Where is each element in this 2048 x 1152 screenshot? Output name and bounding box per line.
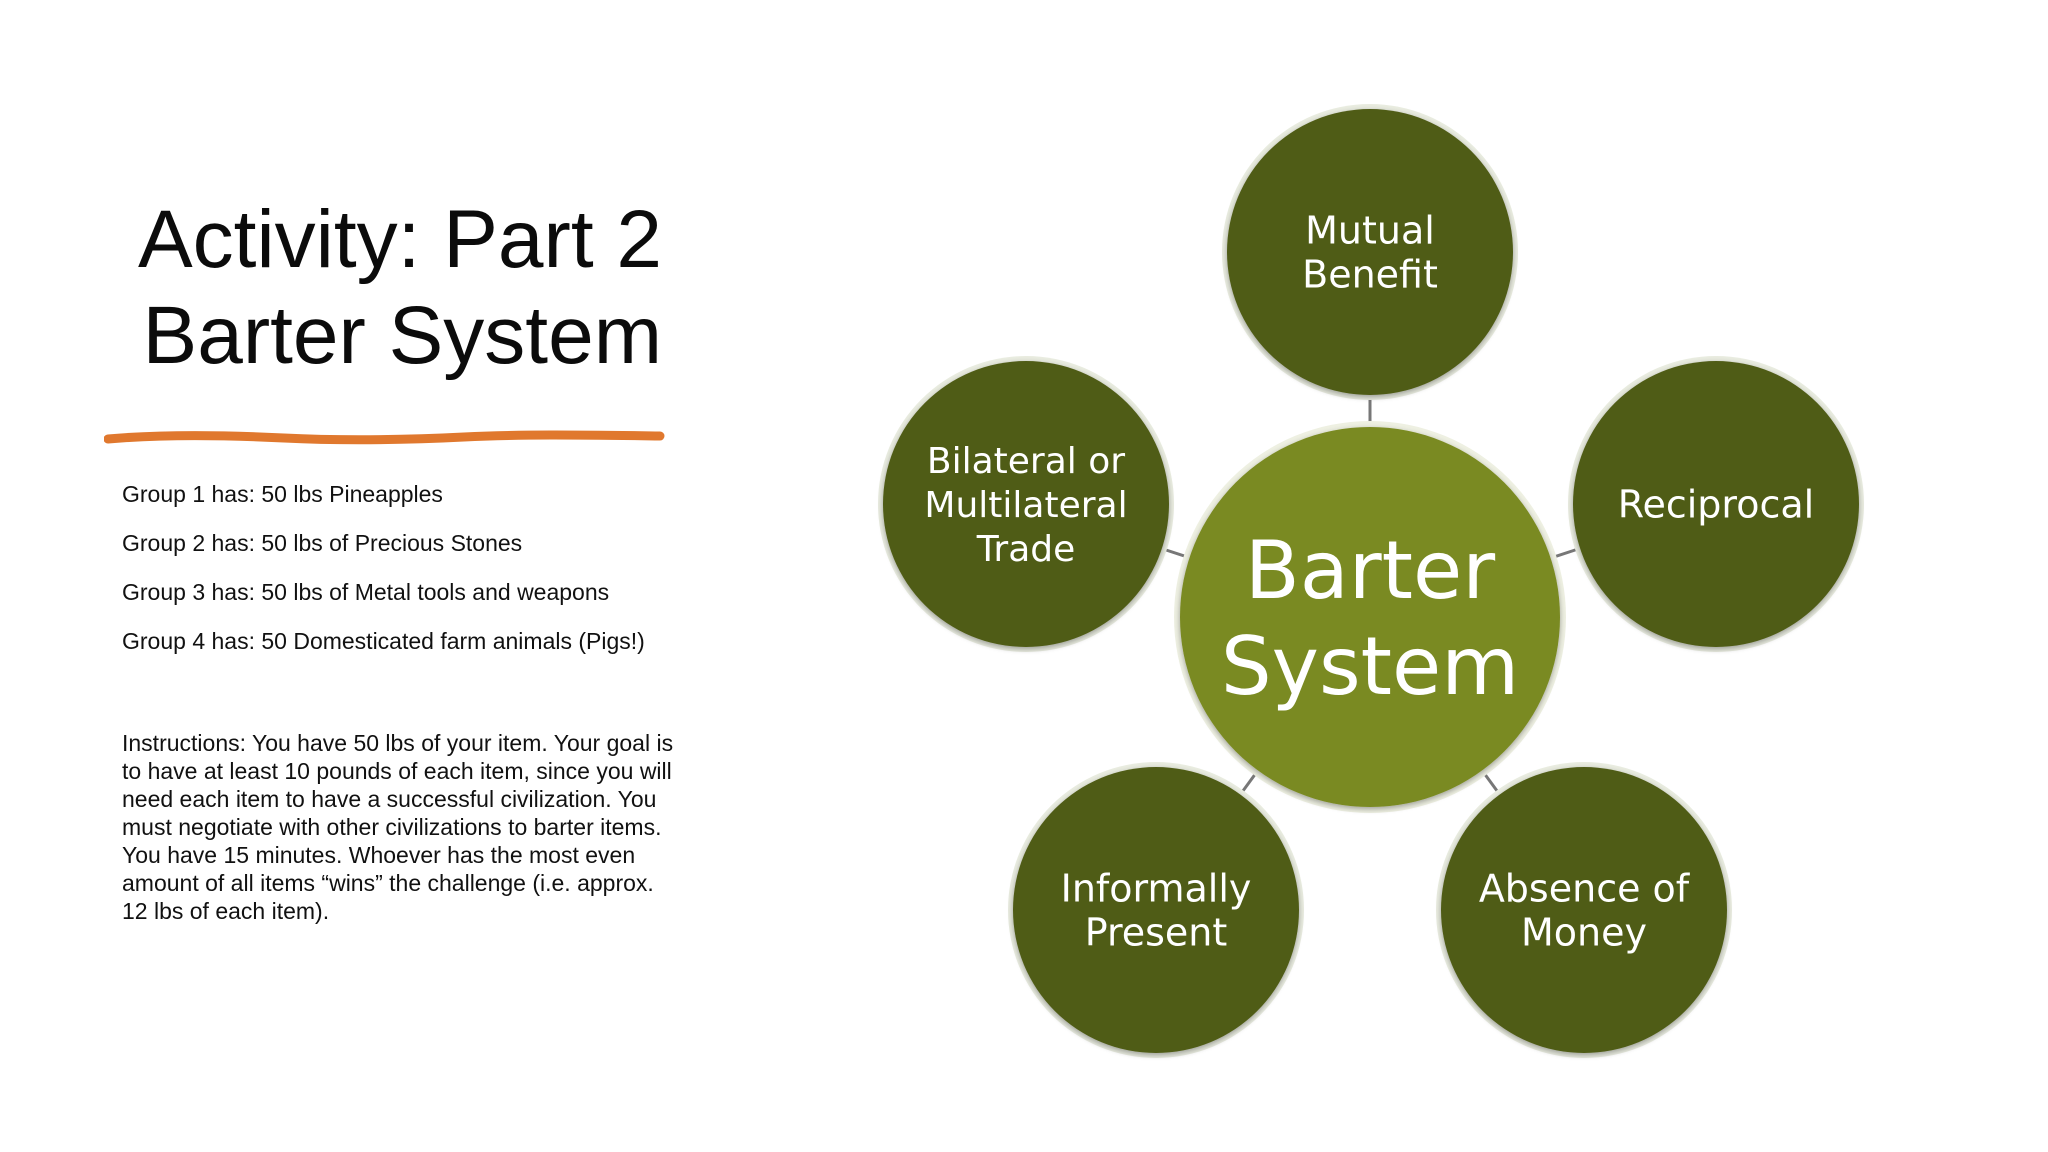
group-item-1: Group 1 has: 50 lbs Pineapples [122, 481, 443, 507]
node-circle [1441, 767, 1727, 1053]
node-label: Present [1085, 911, 1228, 955]
slide-title-line-2: Barter System [142, 290, 662, 381]
node-circle [1573, 361, 1859, 647]
node-label: Money [1521, 911, 1647, 955]
node-label: Benefit [1302, 253, 1438, 297]
node-label: Multilateral [924, 485, 1127, 526]
accent-underline [104, 430, 665, 445]
node-circle [883, 361, 1169, 647]
connector-reciprocal [1552, 548, 1577, 559]
center-node-label: Barter [1245, 524, 1495, 617]
slide-title: Activity: Part 2 Barter System [122, 192, 662, 384]
node-label: Bilateral or [927, 441, 1125, 482]
node-circle [1227, 109, 1513, 395]
group-item-3: Group 3 has: 50 lbs of Metal tools and w… [122, 579, 610, 605]
node-label: Reciprocal [1618, 483, 1814, 527]
node-circle [1013, 767, 1299, 1053]
slide-title-line-1: Activity: Part 2 [137, 194, 662, 285]
center-node-circle [1180, 427, 1560, 807]
node-label: Trade [976, 529, 1076, 570]
node-label: Absence of [1479, 867, 1691, 911]
node-label: Mutual [1305, 209, 1435, 253]
group-item-4: Group 4 has: 50 Domesticated farm animal… [122, 628, 645, 654]
node-label: Informally [1061, 867, 1252, 911]
group-list: Group 1 has: 50 lbs Pineapples Group 2 h… [122, 480, 682, 676]
center-node-label: System [1221, 620, 1519, 713]
group-item-2: Group 2 has: 50 lbs of Precious Stones [122, 530, 523, 556]
node-reciprocal: Reciprocal [1568, 356, 1864, 652]
instructions-text: Instructions: You have 50 lbs of your it… [122, 730, 674, 924]
